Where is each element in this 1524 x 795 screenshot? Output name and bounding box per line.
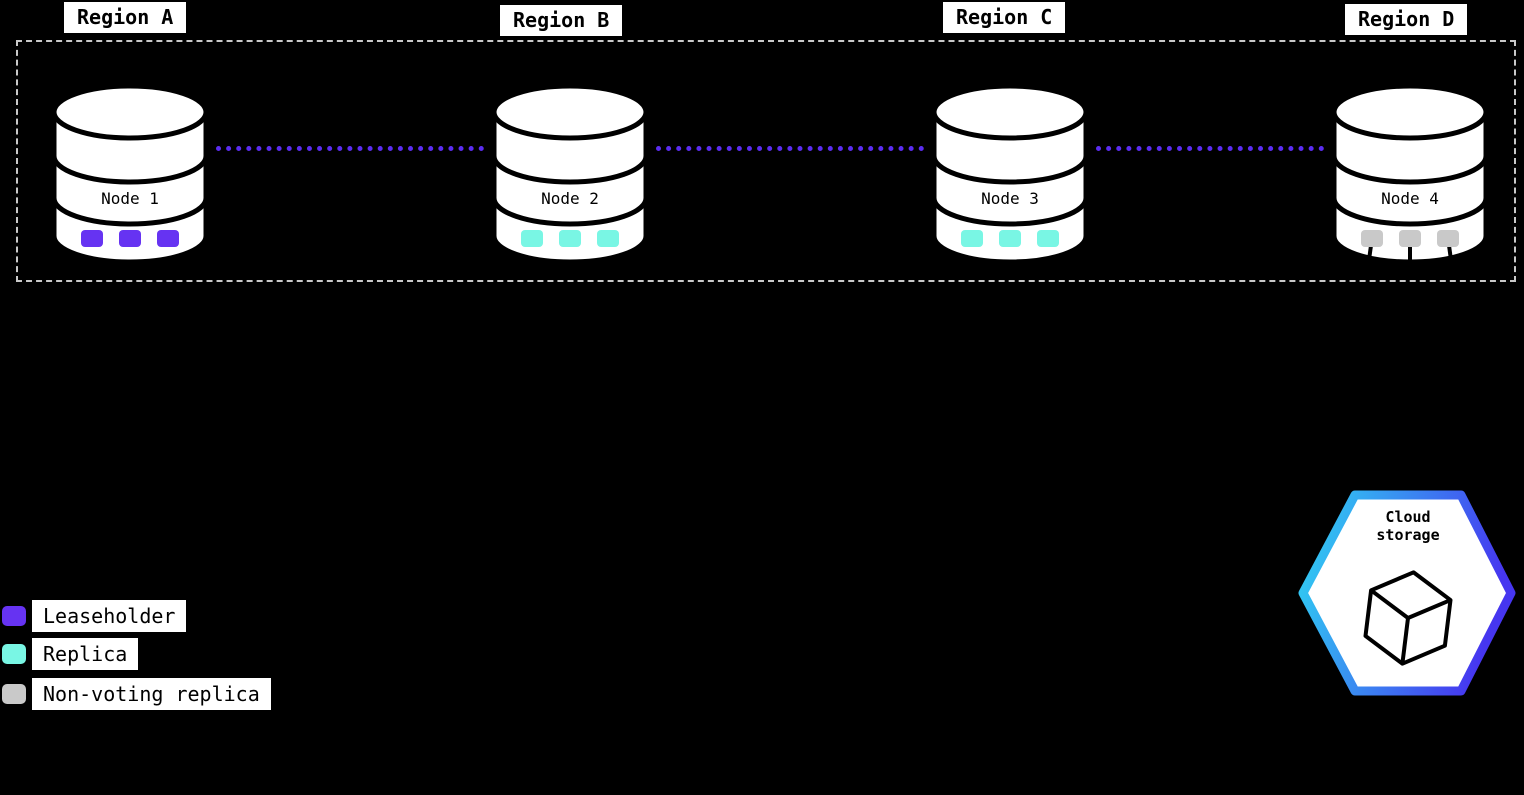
- range-square: [559, 230, 581, 247]
- range-square: [597, 230, 619, 247]
- replica-range-squares: [521, 230, 619, 247]
- connector-node2-node3: [656, 146, 924, 151]
- legend-swatch-non-voting: [2, 684, 26, 704]
- region-label-c: Region C: [943, 2, 1066, 33]
- legend-label-non-voting: Non-voting replica: [32, 678, 271, 710]
- legend-swatch-leaseholder: [2, 606, 26, 626]
- range-square: [1437, 230, 1459, 247]
- cloud-storage: Cloud storage: [1298, 490, 1516, 702]
- range-square: [81, 230, 103, 247]
- range-square: [1037, 230, 1059, 247]
- legend-label-replica: Replica: [32, 638, 139, 670]
- range-square: [157, 230, 179, 247]
- range-square: [119, 230, 141, 247]
- hexagon-shape: [1298, 490, 1516, 696]
- node-label: Node 2: [541, 189, 599, 208]
- range-square: [1361, 230, 1383, 247]
- database-icon: Node 2: [491, 83, 649, 265]
- region-label-d: Region D: [1345, 4, 1468, 35]
- cloud-storage-label-line2: storage: [1376, 526, 1439, 544]
- legend-label-leaseholder: Leaseholder: [32, 600, 187, 632]
- leaseholder-range-squares: [81, 230, 179, 247]
- node-4: Node 4: [1328, 78, 1492, 274]
- connector-node3-node4: [1096, 146, 1324, 151]
- node-3: Node 3: [928, 78, 1092, 274]
- database-icon: Node 4: [1331, 83, 1489, 274]
- non-voting-range-squares: [1361, 230, 1459, 247]
- node-label: Node 1: [101, 189, 159, 208]
- database-icon: Node 3: [931, 83, 1089, 265]
- cloud-storage-hexagon: Cloud storage: [1298, 490, 1516, 696]
- regions-boundary: [16, 40, 1516, 282]
- legend-swatch-replica: [2, 644, 26, 664]
- range-square: [1399, 230, 1421, 247]
- node-label: Node 4: [1381, 189, 1439, 208]
- connector-node1-node2: [216, 146, 484, 151]
- database-icon: Node 1: [51, 83, 209, 265]
- range-square: [961, 230, 983, 247]
- region-label-b: Region B: [500, 5, 623, 36]
- region-label-a: Region A: [64, 2, 187, 33]
- node-label: Node 3: [981, 189, 1039, 208]
- cube-icon: [1363, 570, 1453, 666]
- cloud-storage-label-line1: Cloud: [1385, 508, 1430, 526]
- replica-range-squares: [961, 230, 1059, 247]
- range-square: [999, 230, 1021, 247]
- node-2: Node 2: [488, 78, 652, 274]
- node-1: Node 1: [48, 78, 212, 274]
- range-square: [521, 230, 543, 247]
